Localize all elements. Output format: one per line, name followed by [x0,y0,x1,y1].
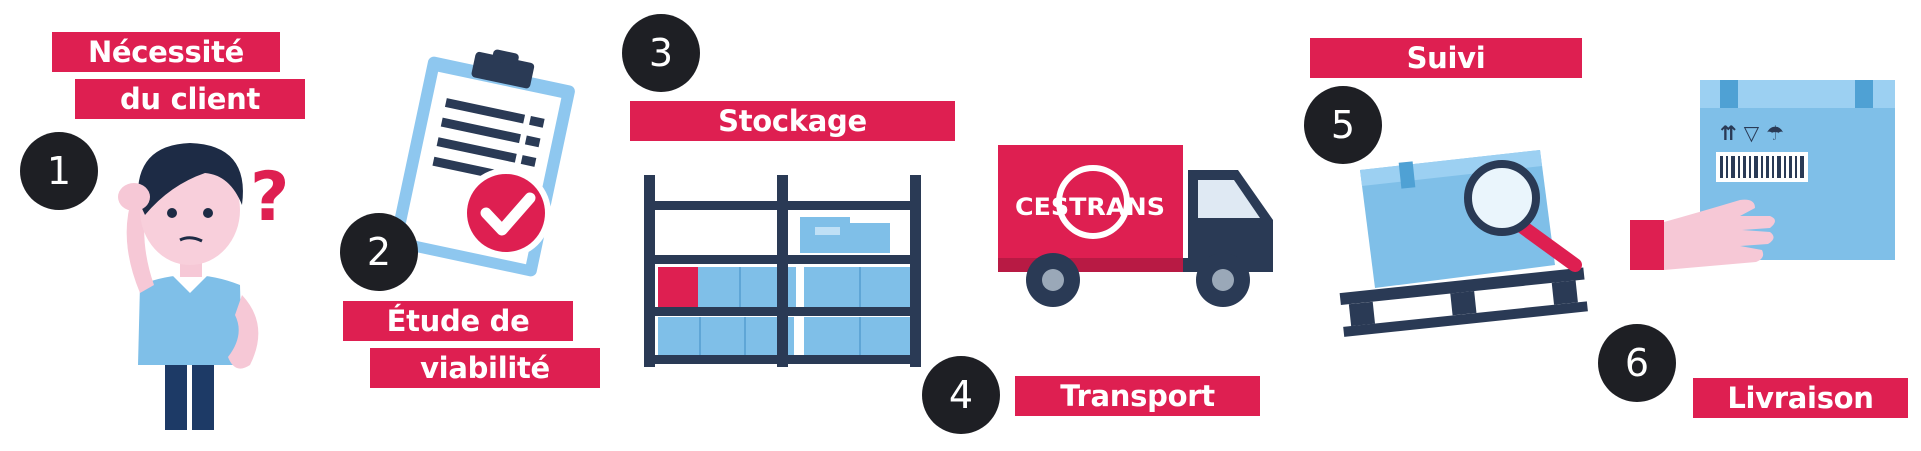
step-5-label: Suivi [1310,38,1582,78]
truck-logo-text: CESTRANS [1015,193,1165,221]
pallet-magnifier-icon [1339,150,1588,337]
step-4-number: 4 [922,356,1000,434]
step-3-number: 3 [622,14,700,92]
step-2-label-line-2: viabilité [370,348,600,388]
warehouse-shelf-icon [644,175,921,367]
step-5-number: 5 [1304,86,1382,164]
step-2-label-line-1: Étude de [343,301,573,341]
step-3-label: Stockage [630,101,955,141]
svg-text:?: ? [250,158,289,237]
step-2-number: 2 [340,213,418,291]
step-1-label-line-2: du client [75,79,305,119]
package-hand-icon: ⇈ ▽ ☂ [1630,80,1895,270]
step-4-label: Transport [1015,376,1260,416]
clipboard-check-icon [389,49,575,277]
step-6-number: 6 [1598,324,1676,402]
svg-text:⇈ ▽ ☂: ⇈ ▽ ☂ [1720,121,1784,145]
step-1-label-line-1: Nécessité [52,32,280,72]
step-6-label: Livraison [1693,378,1908,418]
step-1-number: 1 [20,132,98,210]
truck-icon: CESTRANS [998,145,1273,307]
person-question-icon: ? [118,143,289,430]
